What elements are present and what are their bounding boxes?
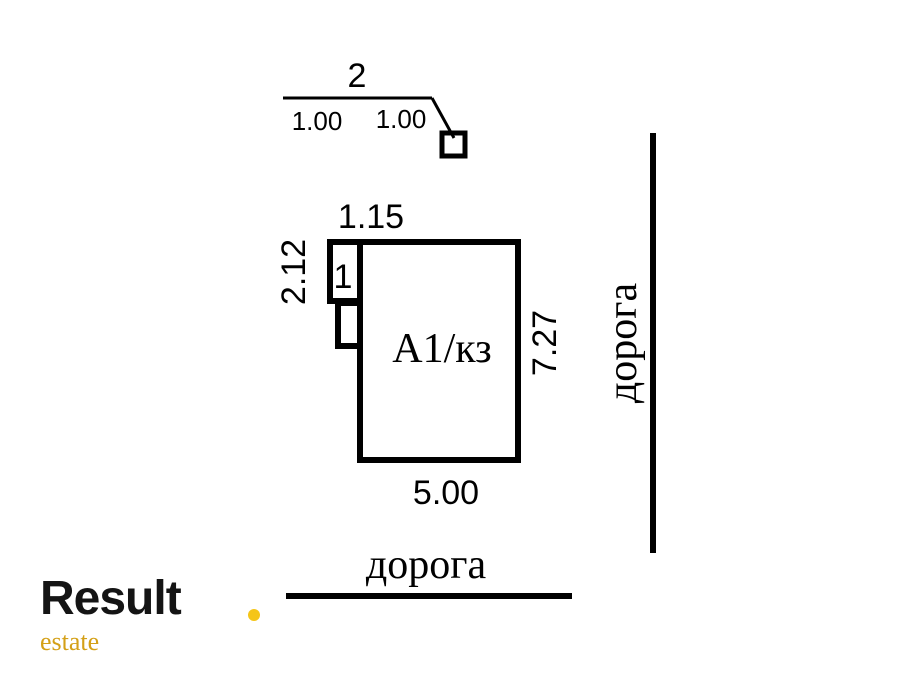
main-building: A1/кз 1.15 5.00 7.27	[338, 198, 564, 512]
main-building-dim-top: 1.15	[338, 198, 404, 236]
outbuilding-dim-right: 1.00	[376, 104, 427, 134]
main-building-dim-bottom: 5.00	[413, 474, 479, 512]
outbuilding-2: 2 1.00 1.00	[283, 57, 468, 159]
road-bottom: дорога	[286, 542, 572, 599]
annex-label: 1	[334, 258, 353, 296]
logo-wordmark: Result	[40, 572, 182, 625]
porch-outline	[335, 300, 363, 349]
main-building-outline	[357, 239, 521, 463]
logo-subtitle: estate	[40, 627, 100, 656]
logo-dot-icon	[248, 609, 260, 621]
annex-dim-left: 2.12	[275, 239, 313, 305]
main-building-dim-right: 7.27	[526, 310, 564, 376]
road-right: дорога	[600, 133, 656, 553]
outbuilding-marker	[439, 130, 468, 159]
brand-logo: Result estate	[40, 572, 260, 656]
outbuilding-dim-left: 1.00	[292, 106, 343, 136]
main-building-label: A1/кз	[392, 326, 491, 372]
road-bottom-label: дорога	[366, 542, 487, 588]
outbuilding-label: 2	[348, 57, 367, 95]
annex-1: 1 2.12	[275, 239, 363, 349]
road-right-label: дорога	[600, 283, 646, 404]
